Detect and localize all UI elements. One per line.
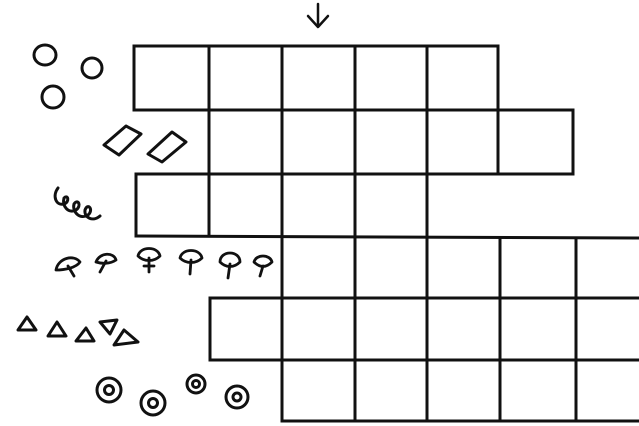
concentric-circle-icon bbox=[187, 375, 205, 393]
triangle-icon bbox=[18, 317, 36, 330]
concentric-circles-group bbox=[97, 375, 248, 415]
concentric-circle-icon bbox=[141, 391, 165, 415]
rectangle-icon bbox=[148, 132, 186, 162]
circles-group bbox=[34, 45, 102, 108]
grid bbox=[134, 46, 639, 421]
pin-icon bbox=[220, 253, 240, 278]
triangle-icon bbox=[114, 330, 138, 345]
grid-row-2 bbox=[136, 110, 573, 174]
grid-row-3 bbox=[136, 174, 639, 238]
triangle-icon bbox=[76, 328, 94, 341]
grid-row-4 bbox=[210, 236, 639, 298]
pin-icon bbox=[180, 251, 202, 275]
circle-icon bbox=[42, 86, 64, 108]
pins-group bbox=[56, 249, 272, 279]
triangle-icon bbox=[48, 322, 66, 336]
rectangles-group bbox=[104, 126, 186, 162]
circle-icon bbox=[34, 45, 56, 65]
concentric-circle-icon bbox=[97, 378, 121, 402]
grid-row-1 bbox=[134, 46, 573, 110]
triangle-icon bbox=[100, 320, 117, 334]
spiral-icon bbox=[55, 188, 100, 219]
concentric-circle-icon bbox=[226, 386, 248, 408]
spiral-group bbox=[55, 188, 100, 219]
pin-icon bbox=[96, 254, 116, 272]
down-arrow-icon bbox=[308, 4, 328, 27]
pin-icon bbox=[56, 258, 80, 276]
circle-icon bbox=[82, 58, 102, 78]
pin-icon bbox=[254, 256, 272, 276]
grid-row-6 bbox=[282, 360, 639, 421]
grid-row-5 bbox=[210, 298, 639, 360]
rectangle-icon bbox=[104, 126, 141, 155]
pin-icon bbox=[138, 249, 160, 273]
triangles-group bbox=[18, 317, 138, 345]
